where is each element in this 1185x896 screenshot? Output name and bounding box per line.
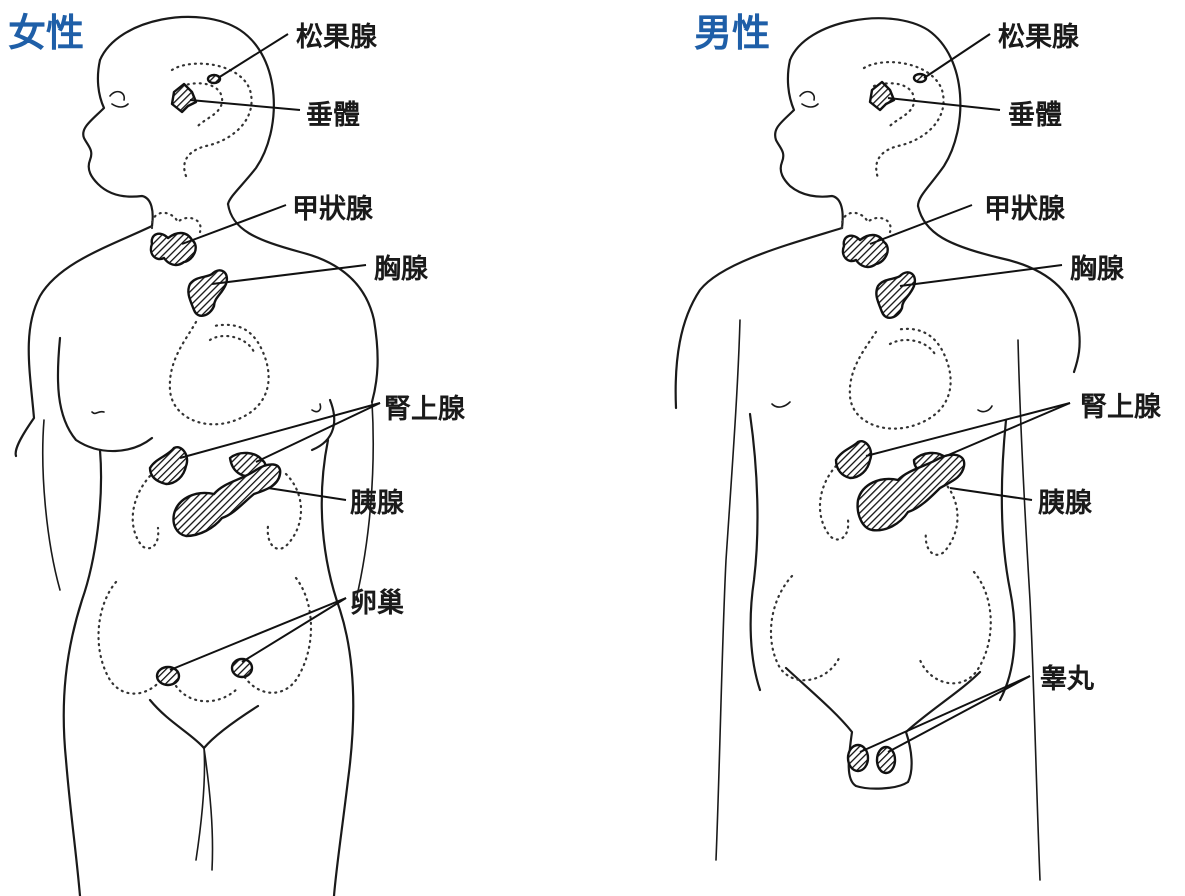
male-label-pituitary: 垂體 (1008, 100, 1062, 131)
female-pineal-gland (208, 75, 220, 83)
female-label-adrenal: 腎上腺 (384, 394, 466, 425)
female-figure: 女性 松果腺 垂體 甲狀腺 胸腺 腎上腺 胰腺 卵巢 (8, 11, 466, 896)
female-label-thymus: 胸腺 (374, 254, 429, 285)
male-pancreas (858, 455, 965, 531)
female-ovary-left (157, 667, 179, 685)
male-label-pineal: 松果腺 (998, 22, 1080, 53)
female-pituitary-gland (172, 84, 196, 112)
male-body-outline (676, 18, 1080, 880)
female-label-ovary: 卵巢 (350, 588, 404, 619)
female-label-pancreas: 胰腺 (350, 488, 405, 519)
female-label-pituitary: 垂體 (306, 100, 360, 131)
female-title: 女性 (8, 11, 84, 55)
male-label-thyroid: 甲狀腺 (984, 194, 1066, 225)
female-organ-dots (99, 64, 311, 702)
male-figure: 男性 松果腺 垂體 甲狀腺 胸腺 腎上腺 胰腺 睾丸 (676, 11, 1162, 880)
male-testis-right (877, 747, 895, 773)
male-label-thymus: 胸腺 (1070, 254, 1125, 285)
male-title: 男性 (694, 11, 770, 55)
male-leader-lines (860, 34, 1070, 752)
male-glands (836, 74, 964, 773)
male-label-testis: 睾丸 (1040, 664, 1094, 695)
female-thymus-gland (188, 270, 227, 315)
male-label-pancreas: 胰腺 (1038, 488, 1093, 519)
female-body-outline (16, 17, 378, 896)
male-organ-dots (771, 62, 991, 683)
male-thymus-gland (876, 272, 915, 317)
female-glands (150, 75, 280, 685)
female-adrenal-left (150, 447, 187, 484)
female-pancreas (174, 464, 281, 536)
female-label-pineal: 松果腺 (296, 22, 378, 53)
female-label-thyroid: 甲狀腺 (292, 194, 374, 225)
female-thyroid-gland (151, 233, 196, 265)
male-adrenal-left (836, 441, 871, 478)
male-label-adrenal: 腎上腺 (1080, 392, 1162, 423)
